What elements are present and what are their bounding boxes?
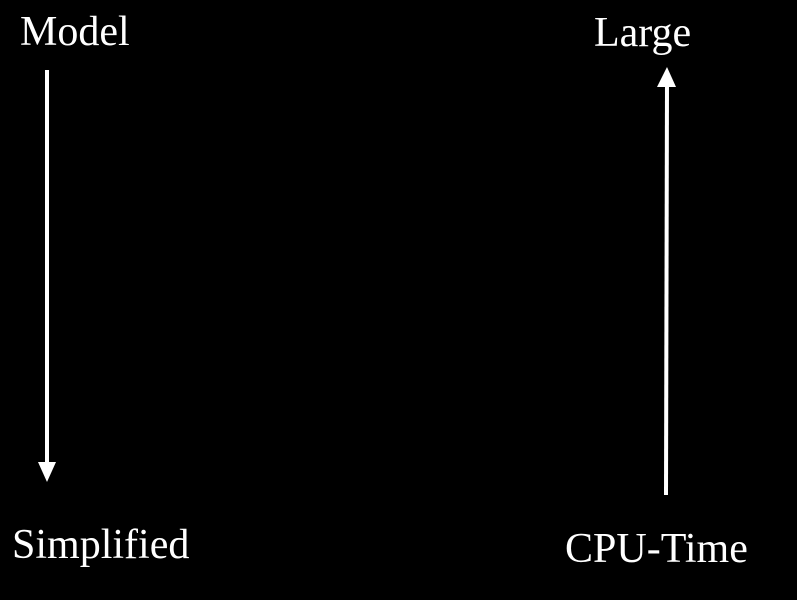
- cpu-time-label: CPU-Time: [565, 526, 748, 572]
- up-arrow-shaft: [664, 81, 669, 496]
- simplified-label: Simplified: [12, 522, 190, 568]
- model-label: Model: [20, 9, 130, 55]
- up-arrow: [657, 67, 676, 496]
- down-arrow: [38, 70, 56, 482]
- up-arrow-head: [657, 67, 676, 87]
- down-arrow-head: [38, 462, 56, 482]
- large-label: Large: [594, 10, 692, 56]
